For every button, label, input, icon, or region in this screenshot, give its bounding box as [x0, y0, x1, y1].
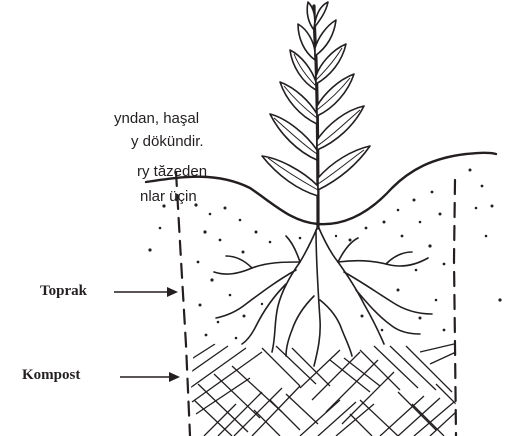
- soil-speckles: [148, 169, 501, 340]
- plant-roots: [214, 226, 432, 366]
- compost-arrow: [120, 372, 180, 382]
- compost-hatching: [188, 344, 456, 436]
- soil-arrow: [114, 287, 178, 297]
